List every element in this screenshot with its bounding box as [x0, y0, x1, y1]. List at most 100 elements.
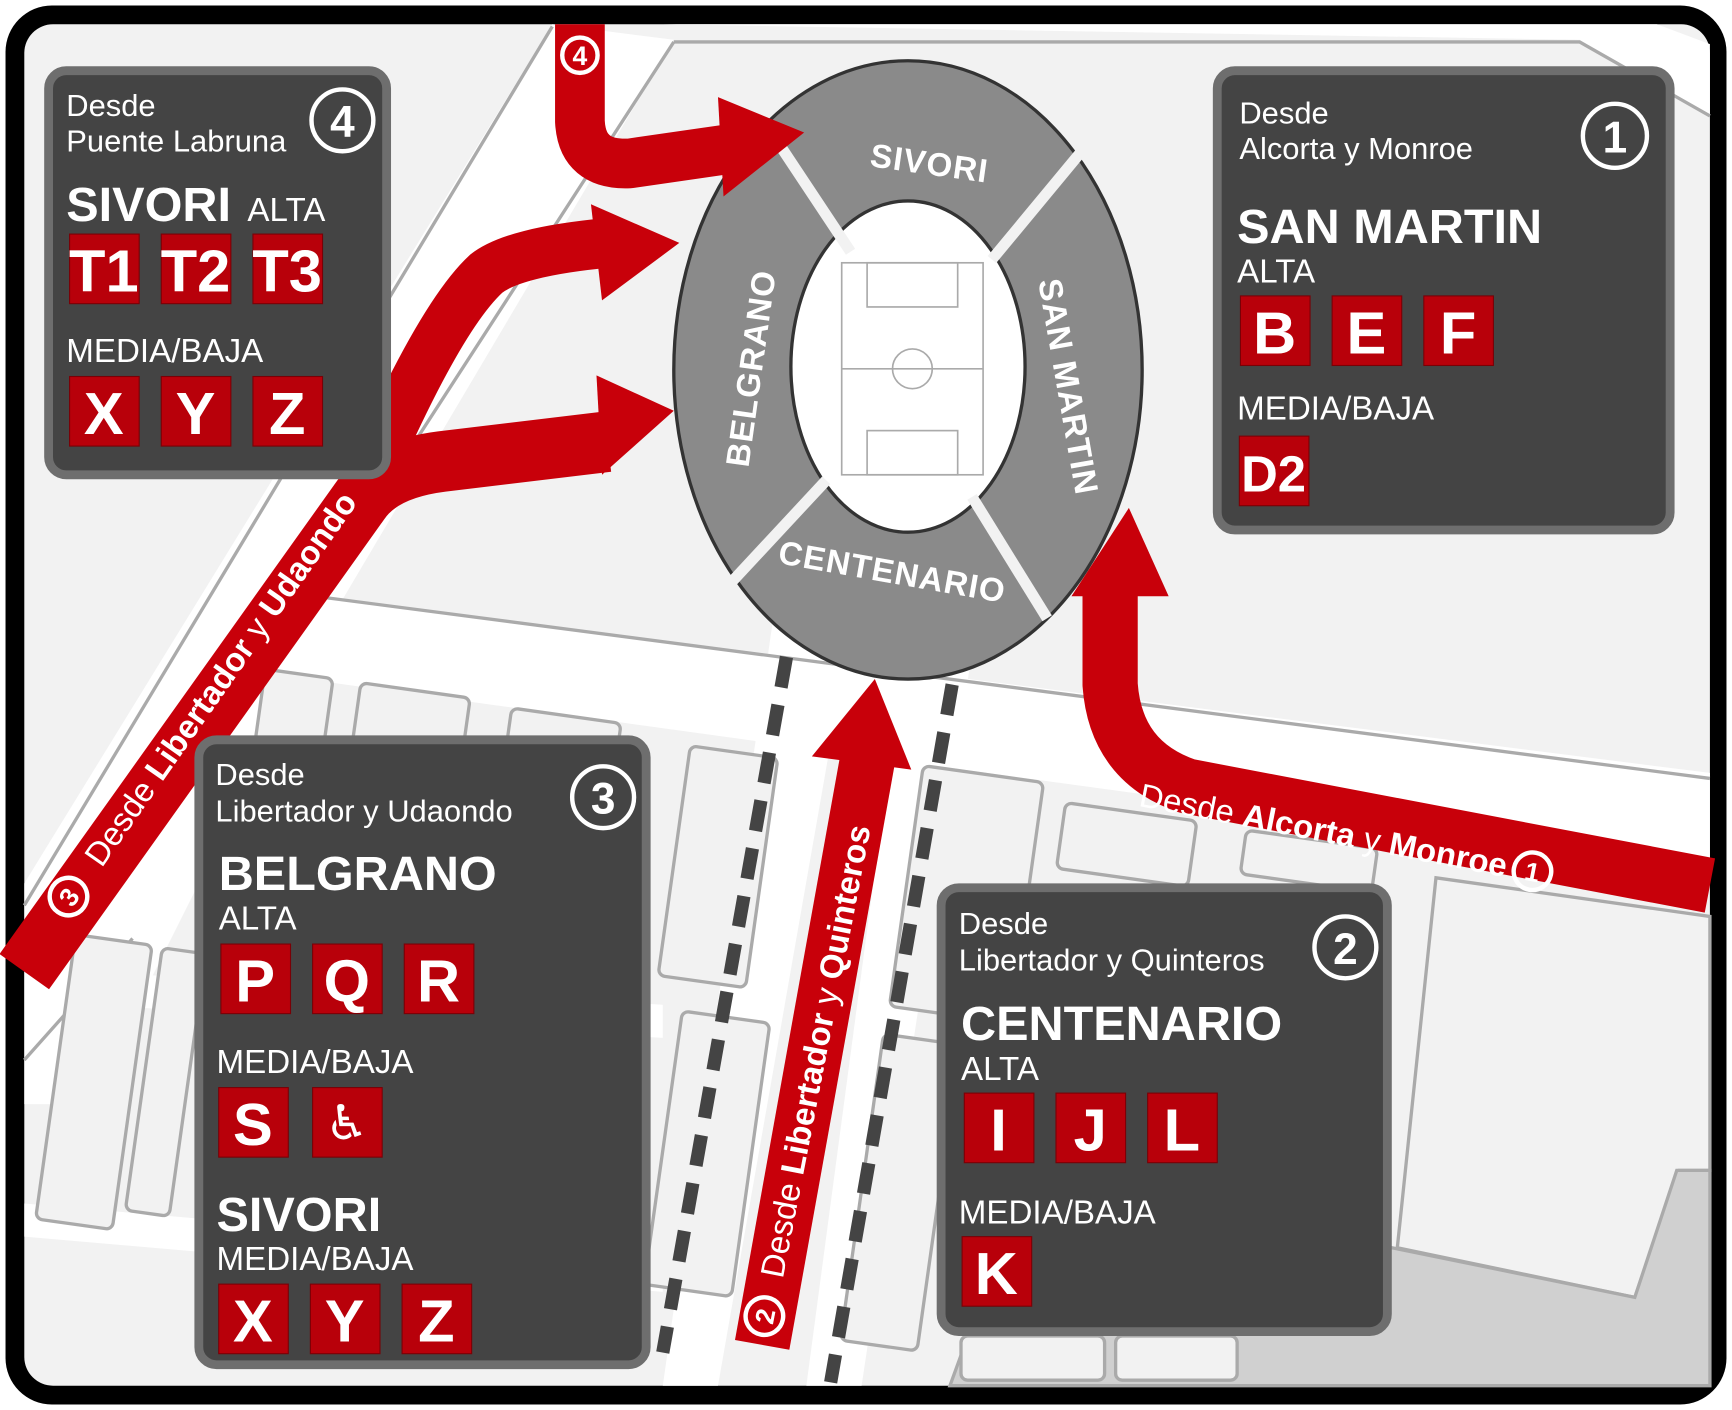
map-label: 1	[1522, 856, 1542, 888]
gate-tile[interactable]: T2	[161, 233, 232, 305]
map-shape	[69, 375, 140, 447]
map-shape	[218, 1283, 289, 1355]
map-label: Puente Labruna	[66, 123, 287, 158]
gate-tile[interactable]: F	[1423, 295, 1494, 367]
map-label: MEDIA/BAJA	[216, 1044, 414, 1081]
map-label: T3	[252, 238, 322, 305]
map-shape	[1238, 435, 1310, 507]
number-badge-icon	[569, 764, 637, 831]
gate-tile[interactable]: Y	[160, 375, 232, 447]
map-label: T2	[161, 238, 231, 305]
map-label: MEDIA/BAJA	[1237, 391, 1435, 428]
map-shape	[1147, 1092, 1218, 1164]
map-shape	[124, 946, 207, 1218]
map-shape	[69, 233, 140, 305]
number-badge-icon	[1511, 850, 1554, 893]
route-path	[734, 756, 895, 1350]
map-label: K	[975, 1240, 1018, 1307]
gate-tile[interactable]: P	[220, 943, 292, 1015]
map-label: Desde	[215, 757, 304, 792]
gate-tile[interactable]: B	[1239, 295, 1311, 367]
map-label: 4	[573, 41, 588, 71]
gate-tile-accessible[interactable]: ♿	[312, 1087, 383, 1158]
map-shape	[987, 140, 1093, 263]
route-4: 4	[555, 24, 805, 197]
map-shape	[789, 199, 1027, 534]
dashed-path-right	[824, 683, 959, 1384]
map-label: L	[1164, 1097, 1200, 1164]
number-badge-icon	[891, 348, 934, 390]
gate-tile[interactable]: T3	[252, 233, 324, 305]
map-label: SIVORI	[66, 178, 231, 232]
gate-tile[interactable]: E	[1331, 295, 1403, 366]
gate-tile[interactable]: D2	[1238, 435, 1310, 507]
gate-tile[interactable]: I	[963, 1092, 1035, 1164]
map-shape	[1239, 829, 1379, 894]
gate-tile[interactable]: L	[1147, 1092, 1218, 1164]
map-label: X	[84, 380, 124, 447]
map-label: 2	[1333, 925, 1358, 974]
football-pitch	[840, 261, 984, 476]
number-badge-icon	[47, 875, 90, 918]
gate-tile[interactable]: T1	[69, 233, 140, 305]
map-shape	[959, 1334, 1107, 1382]
gate-tile[interactable]: Q	[312, 943, 383, 1014]
map-label: SIVORI	[216, 1188, 381, 1242]
map-shape	[218, 1087, 289, 1158]
wheelchair-icon: ♿	[325, 1095, 369, 1151]
arrow-head-icon	[717, 97, 805, 197]
map-label: 4	[330, 98, 355, 147]
info-box-puente-labruna: Desde Puente Labruna 4 SIVORI ALTA T1 T2…	[44, 66, 392, 480]
number-badge-icon	[309, 87, 376, 154]
map-label: X	[233, 1288, 273, 1355]
map-label: ALTA	[219, 901, 298, 938]
route-path	[555, 24, 733, 189]
arrow-head-icon	[590, 204, 680, 301]
gate-tile[interactable]: K	[961, 1236, 1033, 1307]
map-shape	[963, 1092, 1035, 1164]
map-label: Q	[324, 947, 370, 1014]
gate-tile[interactable]: J	[1055, 1092, 1127, 1164]
map-shape	[252, 233, 324, 305]
map-label: B	[1253, 299, 1296, 366]
map-label: T1	[69, 238, 139, 305]
arrow-head-icon	[1071, 507, 1169, 597]
number-badge-icon	[1312, 914, 1379, 981]
gate-tile[interactable]: X	[218, 1283, 289, 1355]
map-label: y	[807, 984, 847, 1008]
map-label: P	[235, 947, 275, 1014]
map-label: E	[1346, 299, 1386, 366]
map-label: ALTA	[247, 192, 326, 229]
map-shape	[403, 943, 475, 1015]
gate-tile[interactable]: Z	[252, 375, 324, 447]
map-label: 2	[749, 1306, 781, 1326]
info-box-alcorta-monroe: Desde Alcorta y Monroe 1 SAN MARTIN ALTA…	[1212, 66, 1675, 535]
gate-tile[interactable]: Z	[401, 1283, 473, 1355]
stadium: SIVORI SAN MARTIN CENTENARIO BELGRANO	[672, 59, 1144, 681]
gate-tile[interactable]: X	[69, 375, 140, 447]
arrow-head-icon	[596, 375, 674, 475]
map-label: Desde	[66, 88, 155, 123]
map-label: SAN MARTIN	[1237, 200, 1542, 254]
map-shape	[1055, 1092, 1127, 1164]
map-label: J	[1074, 1097, 1107, 1164]
number-badge-icon	[560, 35, 600, 76]
map-shape	[1239, 295, 1311, 367]
gate-tile[interactable]: R	[403, 943, 475, 1015]
dashed-path-left	[656, 655, 793, 1354]
map-shape	[657, 745, 779, 989]
map-label: Libertador y Udaondo	[215, 793, 512, 828]
number-badge-icon	[743, 1295, 786, 1338]
map-shape	[967, 493, 1052, 622]
map-label: y	[1360, 821, 1384, 861]
map-label: ALTA	[1237, 254, 1316, 291]
map-shape	[309, 1283, 381, 1355]
map-shape	[719, 476, 831, 595]
map-shape	[220, 943, 292, 1015]
map-shape	[1423, 295, 1494, 367]
gate-tile[interactable]: Y	[309, 1283, 381, 1355]
map-label: CENTENARIO	[961, 997, 1282, 1051]
map-label: Y	[176, 380, 216, 447]
map-shape	[866, 429, 959, 476]
gate-tile[interactable]: S	[218, 1087, 289, 1158]
